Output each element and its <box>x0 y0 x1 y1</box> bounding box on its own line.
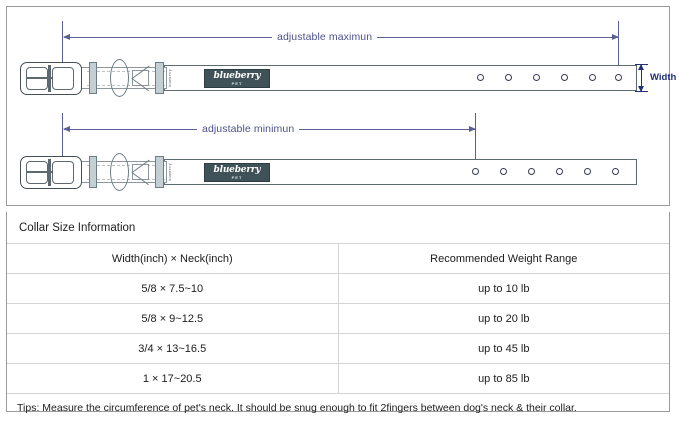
strap-hole <box>528 168 535 175</box>
cell-weight: up to 85 lb <box>338 364 669 394</box>
width-tick-top <box>635 64 648 65</box>
strap-hole <box>584 168 591 175</box>
dimension-arrow-right-min-icon <box>469 126 476 132</box>
keeper-loop-1-max <box>89 62 97 94</box>
brand-tag-name-max: blueberry <box>214 72 261 81</box>
strap-hole <box>589 74 596 81</box>
cell-weight: up to 10 lb <box>338 274 669 304</box>
column-header-weight: Recommended Weight Range <box>338 244 669 274</box>
strap-hole <box>615 74 622 81</box>
table-row: 5/8 × 9~12.5 up to 20 lb <box>7 304 669 334</box>
cell-size: 5/8 × 9~12.5 <box>7 304 338 334</box>
cell-weight: up to 45 lb <box>338 334 669 364</box>
table-row: 1 × 17~20.5 up to 85 lb <box>7 364 669 394</box>
buckle-prong-max-icon <box>26 77 52 79</box>
strap-hole <box>612 168 619 175</box>
brand-tag-name-min: blueberry <box>214 166 261 175</box>
keeper-loop-2-min <box>155 156 164 188</box>
care-label-max: blueberry <box>168 69 172 87</box>
dimension-label-max: adjustable maximun <box>272 31 377 43</box>
buckle-inner-right-max-icon <box>52 67 74 90</box>
care-label-min: blueberry <box>168 163 172 181</box>
d-ring-max-icon <box>110 59 129 97</box>
d-ring-min-icon <box>110 153 129 191</box>
dimension-arrow-left-min-icon <box>63 126 70 132</box>
strap-hole <box>505 74 512 81</box>
dimension-arrow-right-max-icon <box>612 34 619 40</box>
brand-tag-max: blueberry PET <box>204 69 270 88</box>
x-stitch-box-max <box>132 70 149 86</box>
buckle-inner-right-min-icon <box>52 161 74 184</box>
cell-size: 1 × 17~20.5 <box>7 364 338 394</box>
dimension-label-min: adjustable minimun <box>197 123 299 135</box>
x-stitch-box-min <box>132 164 149 180</box>
strap-hole <box>477 74 484 81</box>
table-title: Collar Size Information <box>7 212 669 244</box>
column-header-size: Width(inch) × Neck(inch) <box>7 244 338 274</box>
table-row: 3/4 × 13~16.5 up to 45 lb <box>7 334 669 364</box>
brand-tag-sub-min: PET <box>232 175 243 180</box>
cell-weight: up to 20 lb <box>338 304 669 334</box>
brand-tag-min: blueberry PET <box>204 163 270 182</box>
dimension-arrow-left-max-icon <box>63 34 70 40</box>
keeper-loop-2-max <box>155 62 164 94</box>
strap-hole <box>472 168 479 175</box>
cell-size: 5/8 × 7.5~10 <box>7 274 338 304</box>
cell-size: 3/4 × 13~16.5 <box>7 334 338 364</box>
width-label: Width <box>650 72 676 83</box>
collar-diagram-panel: adjustable maximun blueberry blueberry P <box>6 6 670 206</box>
collar-size-table-panel: Collar Size Information Width(inch) × Ne… <box>6 212 670 412</box>
strap-hole <box>533 74 540 81</box>
table-row: 5/8 × 7.5~10 up to 10 lb <box>7 274 669 304</box>
keeper-loop-1-min <box>89 156 97 188</box>
width-tick-bottom <box>635 91 648 92</box>
strap-hole <box>500 168 507 175</box>
table-title-row: Collar Size Information <box>7 212 669 244</box>
strap-hole <box>556 168 563 175</box>
collar-size-table: Collar Size Information Width(inch) × Ne… <box>7 212 669 422</box>
brand-tag-sub-max: PET <box>232 81 243 86</box>
table-header-row: Width(inch) × Neck(inch) Recommended Wei… <box>7 244 669 274</box>
strap-hole <box>561 74 568 81</box>
buckle-prong-min-icon <box>26 171 52 173</box>
